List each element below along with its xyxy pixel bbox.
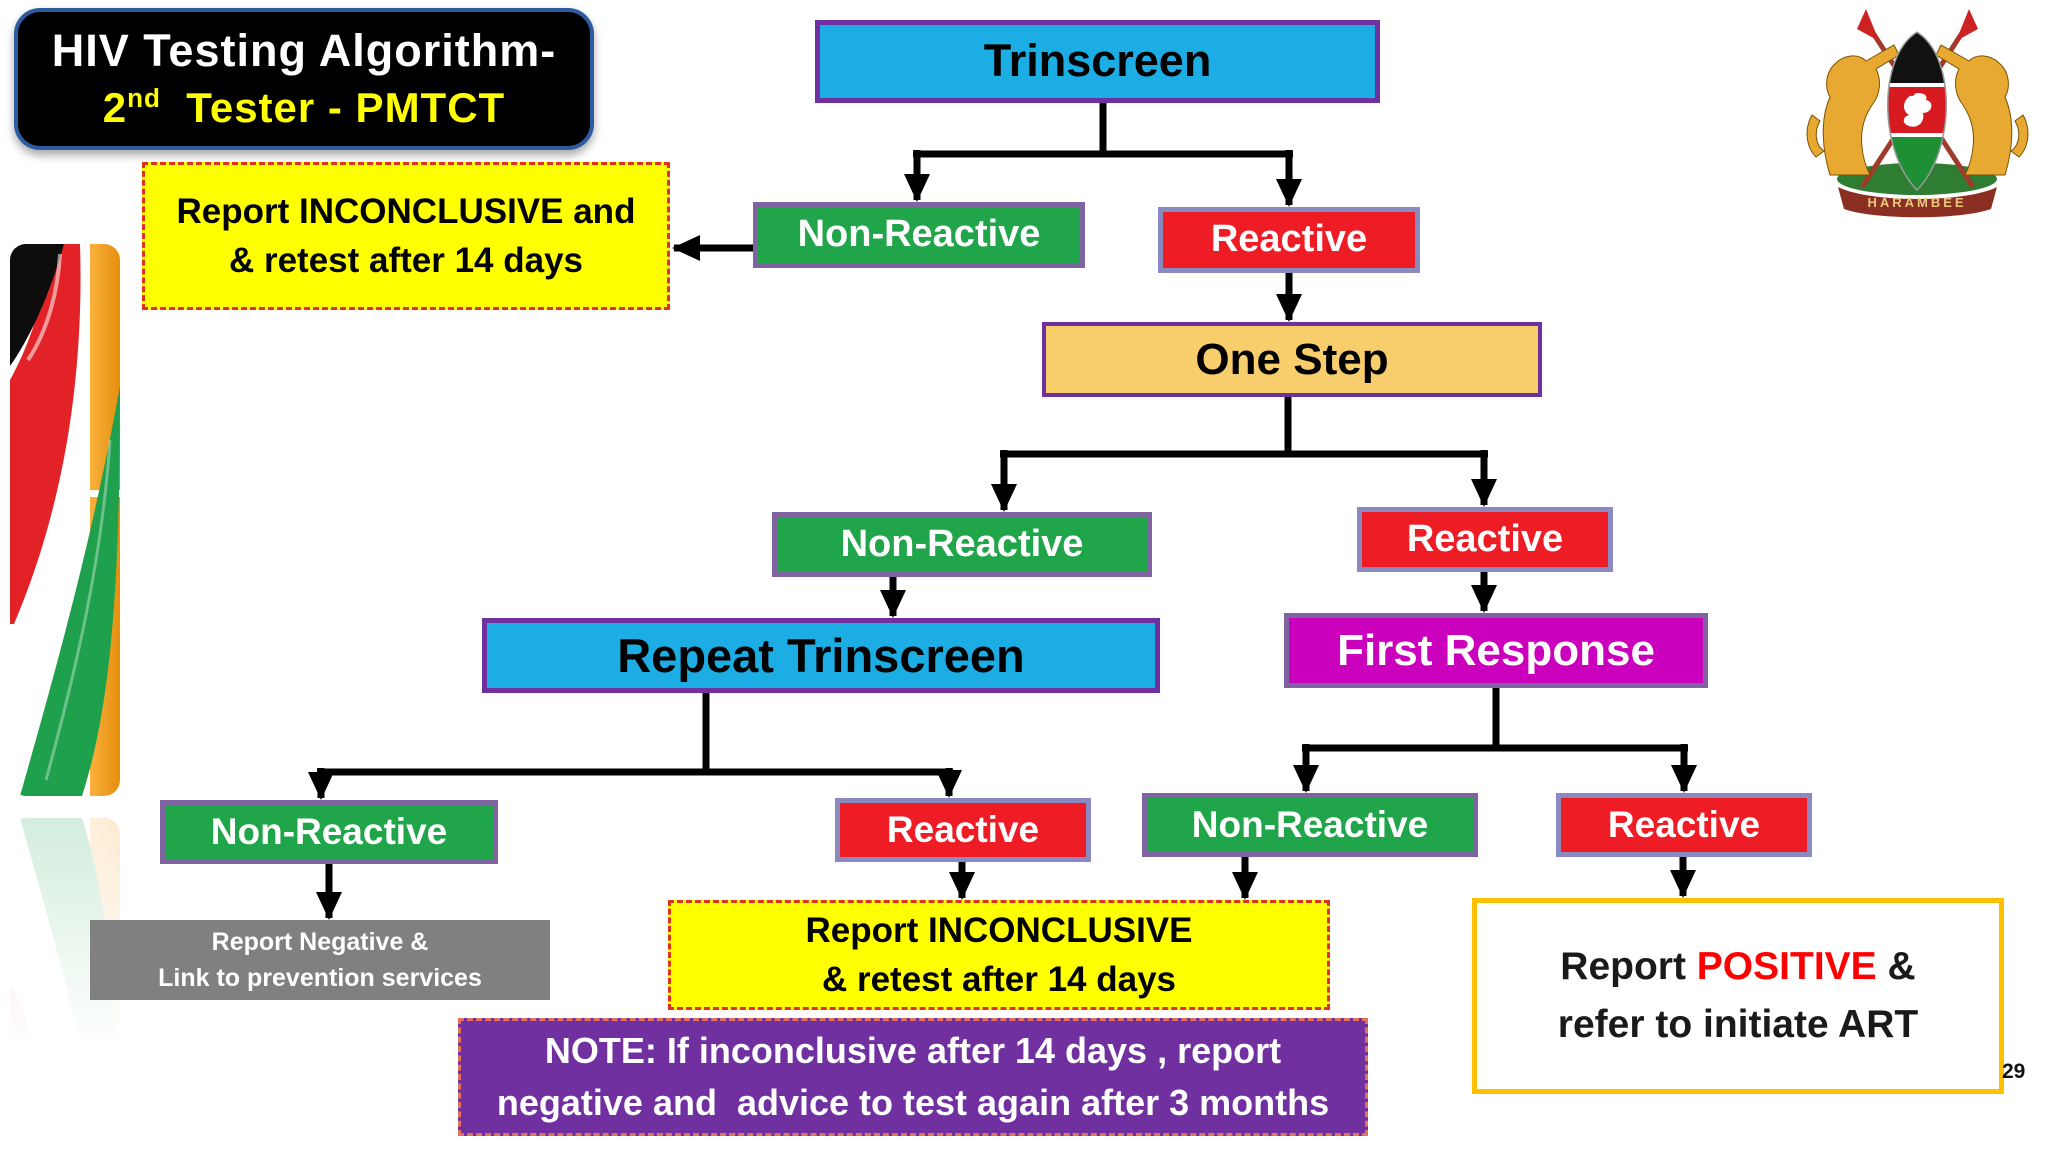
flow-node-non-reactive-2: Non-Reactive <box>772 512 1152 577</box>
flow-node-label: Non-Reactive <box>797 213 1041 256</box>
flow-node-label: Reactive <box>1607 803 1761 845</box>
connector-repeat-split <box>317 693 953 776</box>
outcome-line1: Report POSITIVE & <box>1560 938 1915 997</box>
flow-node-label: Non-Reactive <box>840 522 1084 565</box>
flow-node-one-step: One Step <box>1042 322 1542 397</box>
outcome-line2: Link to prevention services <box>158 964 482 992</box>
title-ordinal-number: 2 <box>102 83 128 131</box>
ribbon-green-swath <box>20 386 120 796</box>
outcome-line1: Report INCONCLUSIVE <box>805 911 1193 950</box>
title-ordinal-suffix: nd <box>127 82 161 113</box>
outcome-inconclusive-box-2: Report INCONCLUSIVE & retest after 14 da… <box>668 900 1330 1010</box>
flow-node-label: Repeat Trinscreen <box>617 628 1025 682</box>
connector-trinscreen-split <box>913 100 1293 158</box>
slide-title-line1: HIV Testing Algorithm- <box>51 25 557 77</box>
flow-node-label: Non-Reactive <box>1191 803 1429 845</box>
flow-node-label: Reactive <box>1406 517 1564 560</box>
logo-banner <box>1838 187 1997 218</box>
flow-node-non-reactive-1: Non-Reactive <box>753 202 1085 268</box>
flow-node-non-reactive-3-right: Non-Reactive <box>1142 793 1478 857</box>
note-line2: negative and advice to test again after … <box>496 1082 1330 1123</box>
outcome-report-positive-box: Report POSITIVE & refer to initiate ART <box>1472 898 2004 1094</box>
slide-title: HIV Testing Algorithm- 2nd Tester - PMTC… <box>14 8 594 150</box>
flow-node-reactive-2: Reactive <box>1357 507 1613 572</box>
flow-node-label: Reactive <box>1210 218 1368 261</box>
note-line1: NOTE: If inconclusive after 14 days , re… <box>544 1029 1282 1071</box>
connector-first-response-split <box>1302 688 1688 752</box>
flow-node-first-response: First Response <box>1284 613 1708 688</box>
kenya-coat-of-arms: HARAMBEE <box>1806 9 2029 218</box>
flow-node-trinscreen: Trinscreen <box>815 20 1380 103</box>
ribbon-black-wedge <box>10 244 64 366</box>
connector-one-step-split <box>1000 396 1488 458</box>
title-line2-rest: Tester - PMTCT <box>160 83 506 131</box>
flow-node-reactive-1: Reactive <box>1158 207 1420 273</box>
outcome-report-negative-box: Report Negative & Link to prevention ser… <box>90 920 550 1000</box>
logo-spearhead-right <box>1956 9 1978 41</box>
logo-rooster <box>1903 92 1932 127</box>
flow-node-repeat-trinscreen: Repeat Trinscreen <box>482 618 1160 693</box>
flow-node-non-reactive-3-left: Non-Reactive <box>160 800 498 864</box>
positive-prefix: Report <box>1560 944 1697 988</box>
flow-node-reactive-3-right: Reactive <box>1556 793 1812 857</box>
flow-node-label: Non-Reactive <box>210 810 448 852</box>
flow-node-label: One Step <box>1195 334 1389 384</box>
slide-title-line2: 2nd Tester - PMTCT <box>103 81 505 136</box>
flow-node-label: Trinscreen <box>983 35 1212 87</box>
outcome-line2: refer to initiate ART <box>1557 1003 1919 1046</box>
flow-node-reactive-3-mid: Reactive <box>835 798 1091 862</box>
page-number: 29 <box>2002 1060 2026 1083</box>
logo-spearhead-left <box>1857 9 1879 41</box>
logo-lions <box>1806 44 2029 176</box>
logo-banner-text: HARAMBEE <box>1867 195 1966 210</box>
flow-node-label: Reactive <box>886 808 1040 850</box>
outcome-inconclusive-box-1: Report INCONCLUSIVE and & retest after 1… <box>142 162 670 310</box>
positive-suffix: & <box>1876 944 1916 988</box>
outcome-line1: Report INCONCLUSIVE and <box>176 192 636 231</box>
outcome-line2: & retest after 14 days <box>821 960 1177 999</box>
positive-highlight: POSITIVE <box>1696 944 1877 988</box>
kenya-flag-ribbon <box>10 244 120 796</box>
outcome-line2: & retest after 14 days <box>228 241 584 280</box>
note-box: NOTE: If inconclusive after 14 days , re… <box>458 1018 1368 1136</box>
ribbon-red-swath <box>10 244 81 624</box>
outcome-line1: Report Negative & <box>211 927 429 956</box>
flow-node-label: First Response <box>1337 625 1655 675</box>
